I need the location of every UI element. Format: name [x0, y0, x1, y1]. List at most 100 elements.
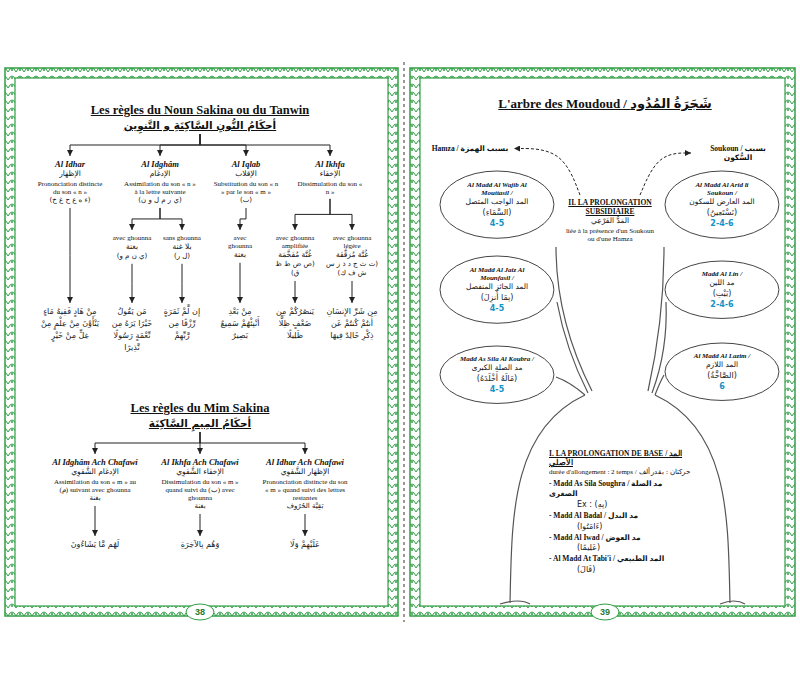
rule-box: Al Idghâm Ach Chafawiالإدغَام الشَّفَوِي…	[47, 454, 143, 506]
letter-set: (ء ه ع ح غ خ)	[36, 196, 104, 205]
description: avec ghounna amplifiée	[273, 234, 317, 250]
page-border	[15, 78, 388, 606]
arabic-term: الإقلاب	[212, 169, 280, 179]
arabic-term: مد الصلة الكبرى	[459, 363, 535, 373]
rule-name: Al Iqlab	[212, 159, 280, 169]
example-list: مِنْ بَعْدِ أَنْبِئْهُمْ سَمِيعٌ بَصِيرٌ	[216, 303, 264, 345]
rule-arrow	[330, 199, 352, 230]
cause-label: Hamza / بسبب الهمزة	[428, 141, 512, 156]
description: sans ghounna	[162, 234, 202, 242]
leaf-name: Al Madd Al Lazim /	[684, 353, 760, 361]
rule-arrow	[305, 514, 306, 536]
description: Assimilation du son « n » à la lettre su…	[124, 180, 196, 196]
duration-number: 2-4-6	[684, 219, 760, 228]
page-number: 39	[600, 607, 610, 617]
rule-arrow	[240, 263, 241, 303]
leaf-node: Al Madd Al Lazim /المد اللازم(الصَّاخَّة…	[680, 349, 764, 395]
rule-box: Al Ikhfa Ach Chafawiالإخفَاء الشَّفَوِيD…	[152, 454, 248, 514]
example-list: مِنْ هَادٍ فَقِيهُ مَاءٍ يَنْأَوْنَ مِنْ…	[33, 303, 107, 345]
example-list: مَن يَقُولُ خَيْرًا يَرَهُ مِن نِّعْمَةٍ…	[108, 303, 156, 357]
arabic-term: بغنة	[221, 250, 259, 260]
page-number-oval	[591, 604, 619, 620]
rule-arrow	[160, 134, 200, 156]
example-text: مِن شَرِّ الإِنسَانِ أَنتُمْ كُنتُمْ عَن…	[326, 306, 378, 342]
heading-text: Les règles du Noun Sakina ou du Tanwin	[53, 103, 347, 118]
example-text: يَنصُرُكُمْ مِن ضَعْفٍ ظِلًّا ظَلِيلًا	[273, 306, 317, 342]
example-text: مَن يَقُولُ خَيْرًا يَرَهُ مِن نِّعْمَةٍ…	[111, 306, 153, 354]
description: Prononciation distincte du son « m » qua…	[260, 478, 350, 502]
trunk-text: I. LA PROLONGATION DE BASE / المد الأصلي…	[545, 445, 695, 580]
example-text: (قَالَ)	[549, 564, 691, 576]
rule-arrow	[70, 134, 200, 156]
example-text: عَلَيْهِمْ وَلَا	[255, 536, 355, 554]
section-heading: Les règles du Noun Sakina ou du Tanwinأح…	[50, 100, 350, 134]
cause-text: Soukoun / بسبب السُّكون	[696, 144, 780, 162]
cause-text: Hamza / بسبب الهمزة	[431, 144, 509, 153]
example-text: مِنْ بَعْدِ أَنْبِئْهُمْ سَمِيعٌ بَصِيرٌ	[219, 306, 261, 342]
description: avec ghounna	[221, 234, 259, 250]
letter-set: بَقِيَّة الحُرُوف	[260, 502, 350, 511]
arabic-term: الإظهَار	[36, 169, 104, 179]
leaf-node: Madd As Sila Al Koubra /مد الصلة الكبرى(…	[455, 352, 539, 398]
arabic-term: مد اللين	[684, 278, 760, 288]
leaf-shape	[665, 171, 779, 238]
arabic-term: المد اللازم	[684, 360, 760, 370]
leaf-shape	[440, 171, 554, 238]
leaf-name: Madd Al Lin /	[684, 271, 760, 279]
description: avec ghounna	[112, 234, 152, 242]
branch-heading: II. LA PROLONGATION SUBSIDIAIREالمَدُّ ا…	[562, 195, 658, 246]
description: Prononciation distincte du son « n »	[36, 180, 104, 196]
description: liée à la présence d'un Soukoun ou d'une…	[565, 227, 655, 243]
example-list: مِن شَرِّ الإِنسَانِ أَنتُمْ كُنتُمْ عَن…	[323, 303, 381, 345]
page-title: L'arbre des Moudoud / شَجَرَةُ المُدُود	[425, 96, 785, 112]
rule-arrow	[182, 264, 183, 303]
rule-name: Al Idhar	[36, 159, 104, 169]
subrule-box: sans ghounnaبلا غنة(ل ر)	[159, 230, 205, 264]
leaf-shape	[440, 346, 554, 403]
rule-arrow	[160, 208, 182, 230]
page-border	[5, 68, 398, 616]
page-border	[420, 78, 785, 606]
rule-name: Al Ikhfa	[296, 159, 364, 169]
arabic-term: غُنَّة مُرَقَّقَة	[326, 250, 378, 260]
leaf-name: Al Madd Al Wajib Al Mouttasil /	[459, 182, 535, 197]
leaf-name: Al Madd Al Jaiz Al Mounfasil /	[459, 267, 535, 282]
example-text: عَلَيْهِمْ وَلَا	[258, 539, 352, 551]
rule-arrow	[200, 514, 201, 536]
letter-set: (ص ض ط ظ ق)	[273, 260, 317, 278]
rule-arrow	[95, 432, 200, 454]
description: avec ghounna légère	[326, 234, 378, 250]
example-text: لَهُم مَّا يَشَاءُونَ	[48, 539, 142, 551]
rule-name: Al Idghâm	[124, 159, 196, 169]
example-list: يَنصُرُكُمْ مِن ضَعْفٍ ظِلًّا ظَلِيلًا	[270, 303, 320, 345]
rule-name: Al Idhar Ach Chafawi	[260, 457, 350, 467]
example-text: (بِمَا أُنزِلَ)	[459, 292, 535, 304]
example-text: (ءَامَنُوا)	[549, 521, 691, 533]
duration-number: 4-5	[459, 219, 535, 228]
subrule-box: avec ghounna amplifiéeغُنَّة مُفَخَّمَة(…	[270, 230, 320, 281]
rule-arrow	[295, 199, 330, 230]
page-fold	[404, 62, 405, 622]
letter-set: (ي ن م و)	[112, 252, 152, 261]
arabic-heading: أحكَامُ النُّونِ السَّاكِنَةِ و التَّنوِ…	[53, 119, 347, 131]
example-text: وَهُم بِالآخِرَةِ	[150, 536, 250, 554]
example-text: (السَّمَاءِ)	[459, 207, 535, 219]
example-text: لَهُم مَّا يَشَاءُونَ	[45, 536, 145, 554]
arabic-term: بلا غنة	[162, 242, 202, 252]
arabic-term: الإظهَار الشَّفَوِي	[260, 467, 350, 477]
leaf-node: Al Madd Al Wajib Al Mouttasil /المد الوا…	[455, 178, 539, 232]
example-text: (عَلِيمًا)	[549, 542, 691, 554]
rule-arrow	[240, 208, 246, 230]
section-heading: II. LA PROLONGATION SUBSIDIAIRE	[565, 198, 655, 216]
arabic-term: المد الجائز المنفصل	[459, 282, 535, 292]
leaf-node: Al Madd Al Jaiz Al Mounfasil /المد الجائ…	[455, 263, 539, 317]
page-number-oval	[186, 604, 214, 620]
duration-number: 2-4-6	[684, 300, 760, 309]
leaf-node: Madd Al Lin /مد اللين(بَيْتِ)2-4-6	[680, 267, 764, 313]
rule-arrow	[352, 281, 353, 303]
leaf-name: Al Madd Al Arid li Soukoun /	[684, 182, 760, 197]
letter-set: (ب)	[212, 196, 280, 205]
cause-label: Soukoun / بسبب السُّكون	[693, 141, 783, 165]
leaf-name: Madd As Sila Al Koubra /	[459, 356, 535, 364]
rule-arrow	[132, 208, 160, 230]
